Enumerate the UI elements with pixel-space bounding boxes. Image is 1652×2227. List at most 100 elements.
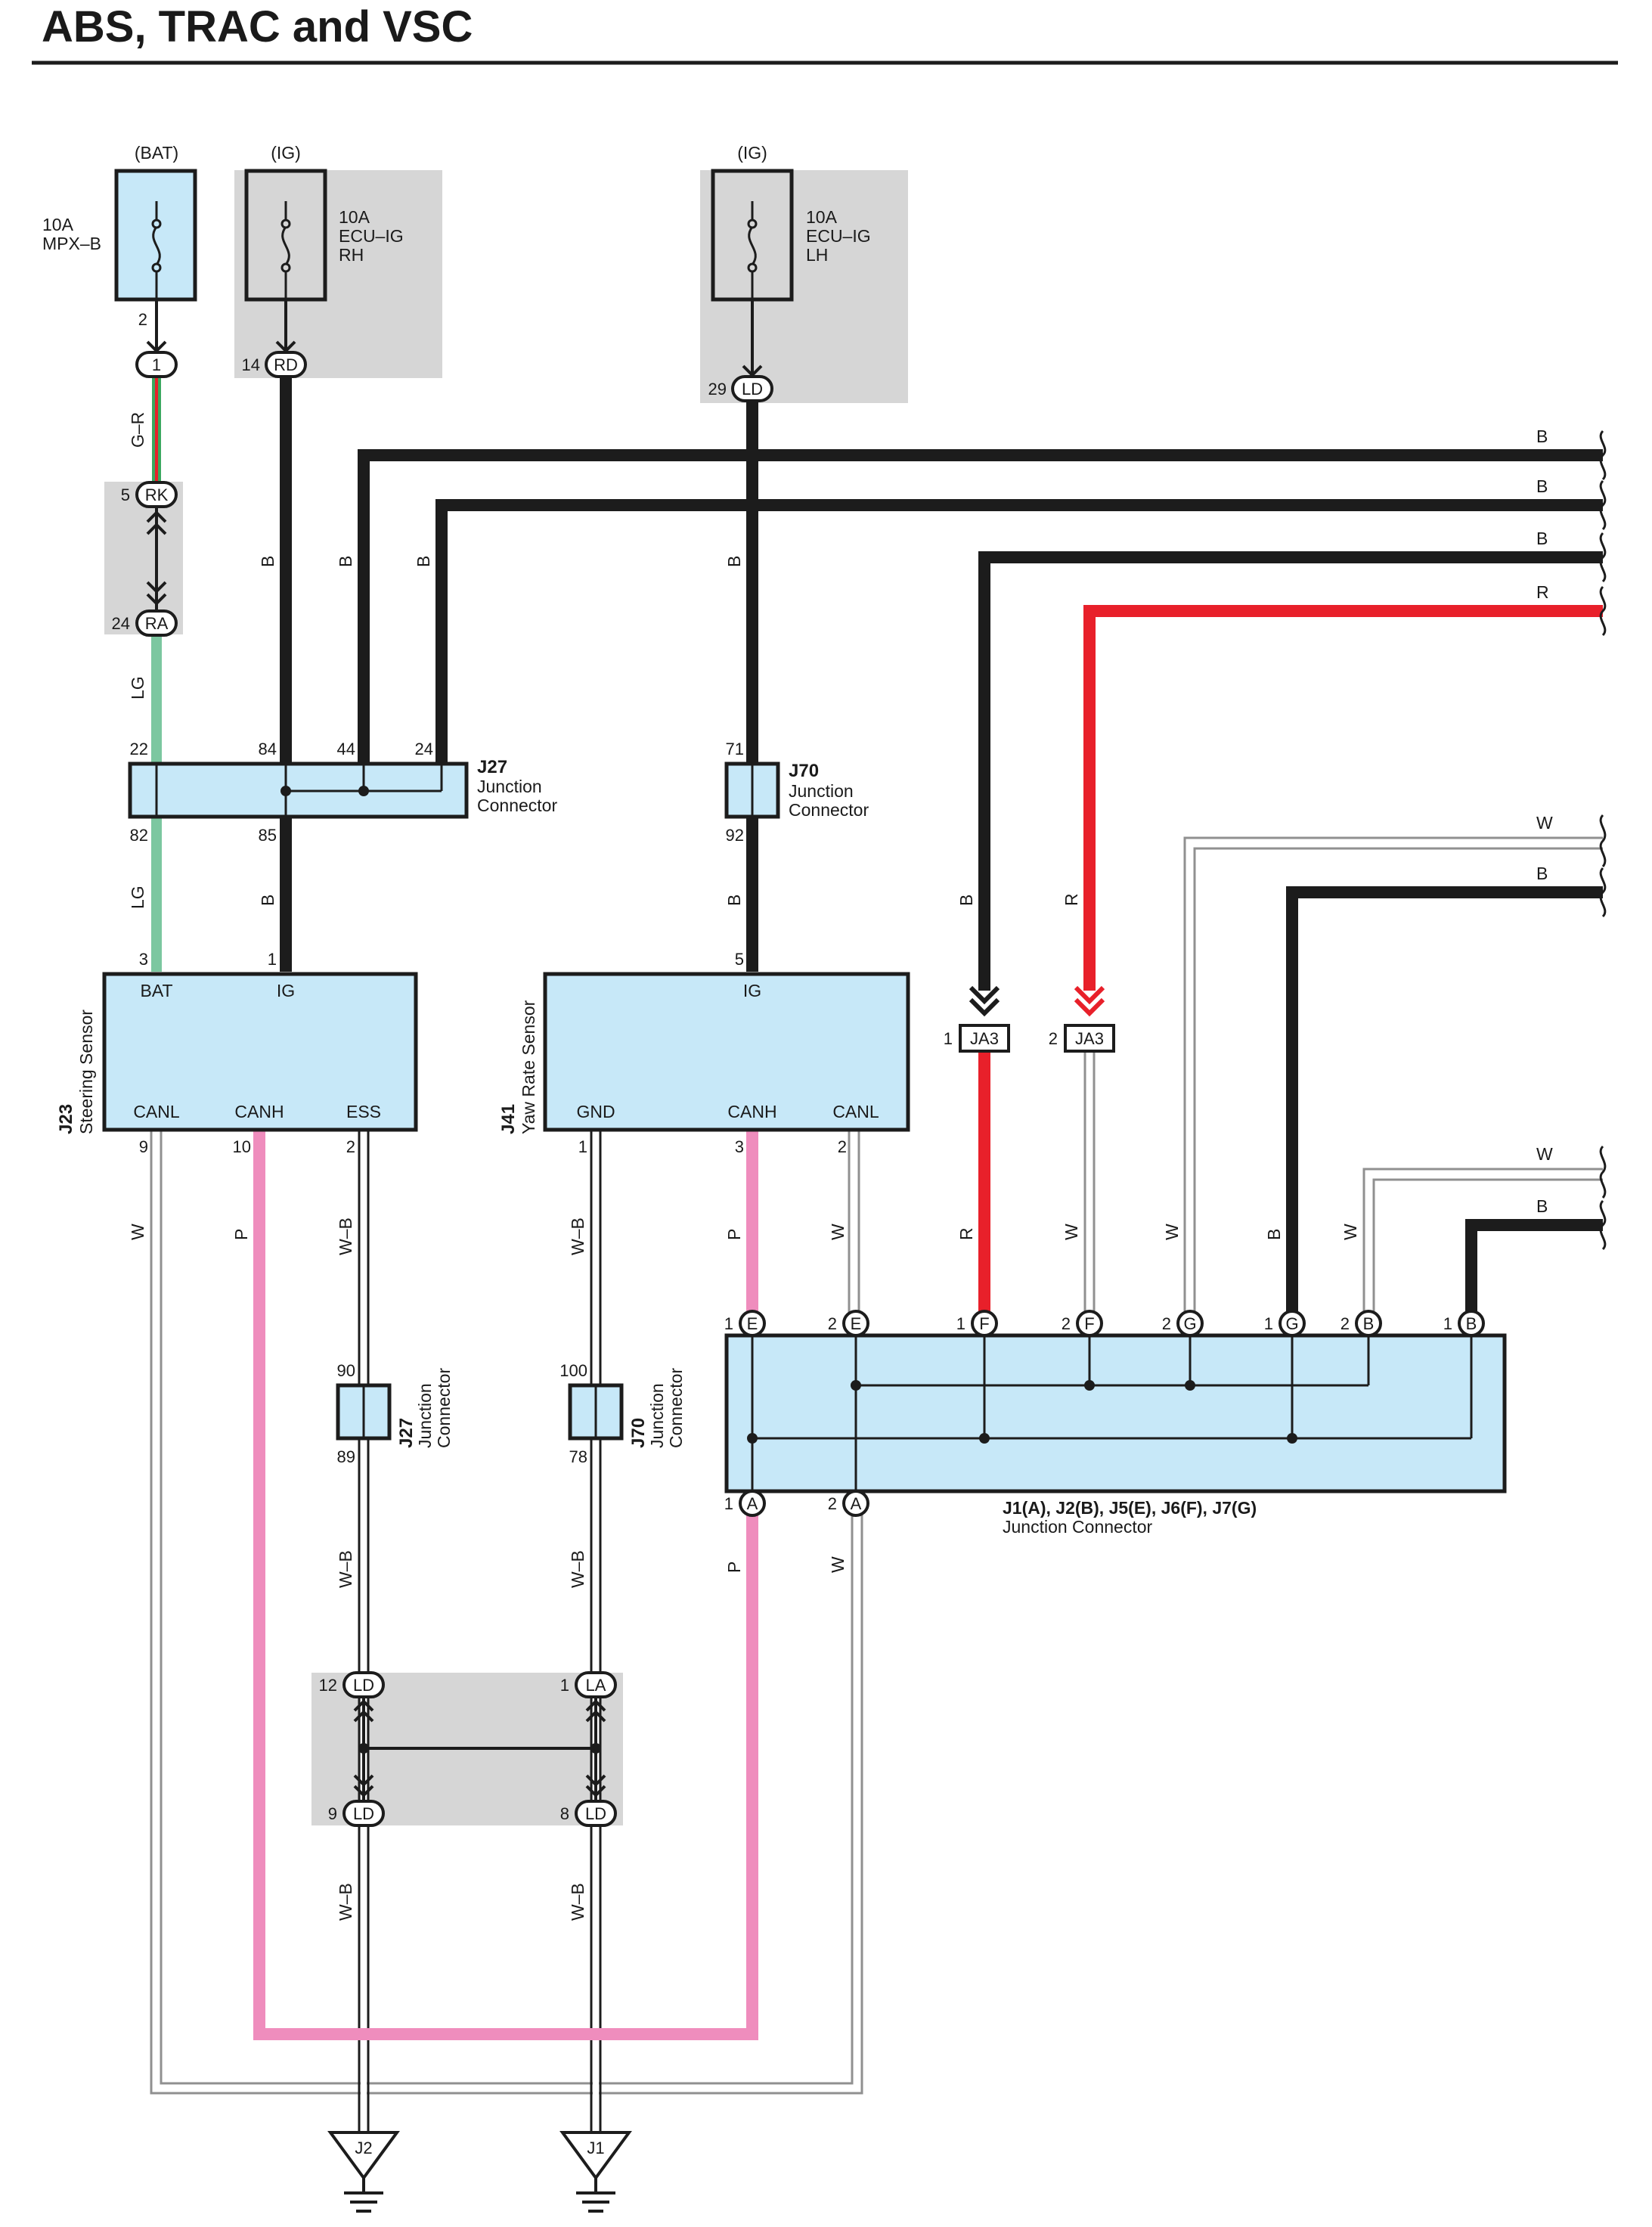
svg-text:W: W (128, 1224, 147, 1240)
svg-text:2: 2 (828, 1314, 837, 1333)
fuse-rh-amp: 10A (339, 207, 370, 227)
svg-text:1: 1 (152, 355, 161, 374)
wire-color-labels: G–R LG LG B B B B B B B R W P W–B W–B P … (128, 412, 1360, 1921)
svg-text:LG: LG (128, 676, 147, 699)
ground-j2-label: J2 (355, 2139, 372, 2157)
j70-mid-junction: 100 78 J70 Junction Connector (559, 1361, 686, 1466)
ground-j1-label: J1 (587, 2139, 604, 2157)
svg-text:J70: J70 (789, 761, 819, 781)
svg-text:IG: IG (743, 981, 761, 1000)
svg-text:2: 2 (838, 1137, 847, 1156)
svg-text:8: 8 (560, 1804, 569, 1823)
svg-text:B: B (258, 556, 277, 567)
svg-text:Connector: Connector (789, 800, 869, 820)
svg-text:1: 1 (724, 1494, 733, 1513)
svg-text:GND: GND (576, 1102, 615, 1121)
jb-pin-a2: A 2 (828, 1490, 869, 1517)
svg-text:R: R (956, 1227, 976, 1240)
svg-text:J23: J23 (56, 1104, 76, 1134)
svg-text:B: B (1536, 426, 1548, 446)
rk-ra-shade (104, 482, 183, 634)
svg-text:E: E (851, 1314, 862, 1333)
svg-text:W: W (1062, 1224, 1081, 1240)
svg-text:1: 1 (956, 1314, 965, 1333)
connector-rd: RD 14 (242, 340, 307, 378)
jb-pin-g1: G 1 (1264, 1310, 1306, 1337)
svg-text:RD: RD (274, 355, 298, 374)
fuse-mpxb-name: MPX–B (42, 234, 101, 253)
svg-text:CANH: CANH (727, 1102, 776, 1121)
connector-ld9: LD 9 (328, 1800, 385, 1827)
ig-source-label-2: (IG) (737, 143, 767, 163)
svg-text:Connector: Connector (434, 1368, 454, 1448)
wire-gr (152, 377, 161, 482)
svg-text:A: A (747, 1494, 758, 1513)
svg-text:F: F (1084, 1314, 1094, 1333)
svg-text:92: 92 (726, 826, 744, 845)
svg-text:71: 71 (726, 740, 744, 758)
svg-text:R: R (1062, 893, 1081, 906)
ld9-arrow-icon (353, 1774, 374, 1797)
wire-wb-ess (358, 1130, 370, 2132)
svg-text:84: 84 (259, 740, 277, 758)
wire-w-f2 (1083, 1051, 1096, 1316)
svg-text:1: 1 (944, 1029, 953, 1048)
svg-text:W–B: W–B (568, 1883, 587, 1921)
svg-text:R: R (1536, 582, 1549, 602)
svg-text:82: 82 (130, 826, 148, 845)
svg-text:1: 1 (724, 1314, 733, 1333)
fuse-mpxb-amp: 10A (42, 215, 74, 234)
svg-text:85: 85 (259, 826, 277, 845)
svg-text:3: 3 (139, 950, 148, 969)
wire-b-g1 (1286, 886, 1603, 1316)
wire-w-canl-j41 (848, 1130, 860, 1316)
svg-text:B: B (258, 895, 277, 906)
svg-text:2: 2 (1341, 1314, 1350, 1333)
svg-text:Connector: Connector (666, 1368, 686, 1448)
fuse-ecu-ig-lh: 10A ECU–IG LH (711, 169, 871, 302)
ground-j2-icon: J2 (327, 2131, 400, 2213)
svg-text:W: W (1162, 1224, 1182, 1240)
svg-text:A: A (851, 1494, 862, 1513)
svg-text:2: 2 (1062, 1314, 1071, 1333)
wire-r-top (1083, 605, 1603, 991)
fuse-lh-amp: 10A (806, 207, 838, 227)
svg-text:W: W (1536, 813, 1553, 833)
wire-w-b2 (1362, 1168, 1603, 1316)
svg-text:B: B (1363, 1314, 1375, 1333)
svg-text:24: 24 (415, 740, 433, 758)
svg-text:44: 44 (337, 740, 355, 758)
j41-yaw-rate-sensor: IG GND CANH CANL 5 1 3 2 J41 Yaw Rate Se… (498, 950, 910, 1156)
j27-mid-junction: 90 89 J27 Junction Connector (336, 1361, 454, 1466)
svg-text:9: 9 (328, 1804, 337, 1823)
svg-text:J27: J27 (396, 1418, 417, 1448)
jb-pin-a1: A 1 (724, 1490, 766, 1517)
jb-pin-b2: B 2 (1341, 1310, 1382, 1337)
svg-text:W: W (1341, 1224, 1360, 1240)
svg-text:LD: LD (585, 1804, 606, 1823)
svg-text:9: 9 (139, 1137, 148, 1156)
svg-text:1: 1 (560, 1676, 569, 1695)
svg-text:E: E (747, 1314, 758, 1333)
svg-text:W: W (1536, 1144, 1553, 1164)
svg-text:G: G (1285, 1314, 1298, 1333)
jb-pin-f2: F 2 (1062, 1310, 1103, 1337)
ja3-connector-1: JA3 1 (944, 1024, 1010, 1053)
svg-text:Junction: Junction (477, 777, 542, 796)
svg-text:IG: IG (277, 981, 295, 1000)
svg-text:G–R: G–R (128, 412, 147, 448)
bat-source-label: (BAT) (135, 143, 178, 163)
svg-text:W–B: W–B (568, 1217, 587, 1255)
svg-text:LD: LD (353, 1676, 374, 1695)
svg-text:12: 12 (319, 1676, 337, 1695)
connector-ld12: LD 12 (319, 1671, 385, 1698)
svg-text:14: 14 (242, 355, 260, 374)
svg-text:1: 1 (1264, 1314, 1273, 1333)
rk-arrow-icon (146, 510, 167, 535)
ja3-connector-2: JA3 2 (1049, 1024, 1115, 1053)
ground-j1-icon: J1 (559, 2131, 632, 2213)
svg-text:CANL: CANL (832, 1102, 879, 1121)
svg-text:LD: LD (742, 380, 763, 399)
connector-pin-1: 1 (135, 340, 178, 378)
